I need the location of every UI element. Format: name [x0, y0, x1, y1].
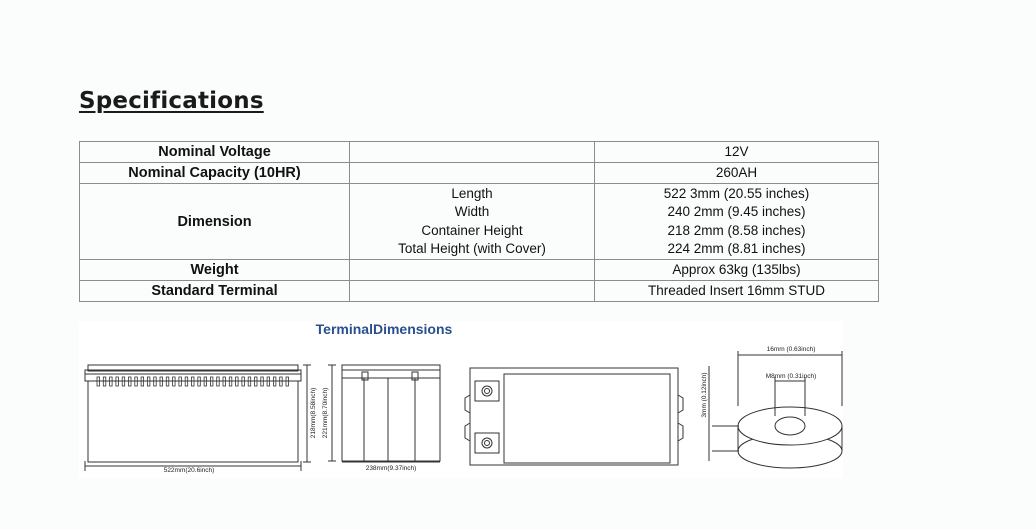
vent-slot — [102, 376, 107, 387]
vent-slot — [260, 376, 264, 387]
terminal-stud-view — [737, 406, 843, 469]
vent-slot — [241, 376, 245, 387]
vent-slot — [184, 376, 189, 387]
vent-slot — [96, 376, 100, 387]
battery-side-view — [84, 364, 302, 463]
vent-slot — [266, 376, 271, 387]
vent-slot — [115, 376, 119, 387]
thread-size-label: M8mm (0.31inch) — [766, 373, 817, 380]
table-row: Nominal Capacity (10HR) 260AH — [79, 162, 879, 184]
vent-slot — [134, 376, 138, 387]
battery-top-view — [464, 367, 684, 466]
spec-value-voltage: 12V — [594, 141, 879, 163]
spec-value-terminal: Threaded Insert 16mm STUD — [594, 280, 879, 302]
vent-slot — [216, 376, 220, 387]
dimension-value: 240 2mm (9.45 inches) — [667, 204, 806, 219]
dimension-sub-label: Length — [451, 185, 493, 201]
table-row: Dimension Length Width Container Height … — [79, 183, 879, 260]
vent-slot — [128, 376, 132, 387]
dimension-diagram: 522mm(20.6inch) 238mm(9.37inch) 218mm(8.… — [84, 346, 843, 474]
terminal-dimensions-drawing: TerminalDimensions — [79, 321, 843, 478]
vent-slot — [140, 376, 144, 387]
vent-slot — [228, 376, 233, 387]
drawing-title: TerminalDimensions — [315, 321, 453, 337]
battery-end-view — [341, 364, 441, 462]
vent-slot — [203, 376, 207, 387]
height-dimension-label: 218mm(8.58inch) — [310, 388, 317, 439]
table-row: Weight Approx 63kg (135lbs) — [79, 259, 879, 281]
spec-label-dimension: Dimension — [79, 183, 350, 260]
specifications-table: Nominal Voltage 12V Nominal Capacity (10… — [79, 141, 879, 302]
dimension-value: 224 2mm (8.81 inches) — [667, 241, 806, 256]
dimension-values: 522 3mm (20.55 inches) 240 2mm (9.45 inc… — [594, 183, 879, 260]
spec-value-capacity: 260AH — [594, 162, 879, 184]
dimension-sub-labels: Length Width Container Height Total Heig… — [349, 183, 595, 260]
page-title: Specifications — [79, 88, 264, 114]
length-dimension-label: 522mm(20.6inch) — [164, 467, 215, 474]
dimension-value: 522 3mm (20.55 inches) — [663, 185, 810, 201]
vent-slot — [121, 376, 126, 387]
vent-slot — [235, 376, 239, 387]
spec-label-capacity: Nominal Capacity (10HR) — [79, 162, 350, 184]
spec-sub-empty — [349, 162, 595, 184]
total-height-dimension-label: 221mm(8.70inch) — [322, 388, 329, 439]
spec-sub-empty — [349, 280, 595, 302]
vent-slot — [247, 376, 252, 387]
spec-sub-empty — [349, 141, 595, 163]
width-dimension-label: 238mm(9.37inch) — [366, 465, 417, 472]
vent-slot — [178, 376, 182, 387]
spec-label-terminal: Standard Terminal — [79, 280, 350, 302]
vent-slot — [191, 376, 195, 387]
vent-slot — [153, 376, 157, 387]
vent-slot — [159, 376, 163, 387]
vent-slot — [109, 376, 113, 387]
vent-slot — [272, 376, 277, 387]
dimension-value: 218 2mm (8.58 inches) — [667, 222, 806, 238]
table-row: Nominal Voltage 12V — [79, 141, 879, 163]
vent-slot — [197, 376, 201, 387]
vent-slot — [165, 376, 170, 387]
vent-slot — [209, 376, 214, 387]
vent-slot — [222, 376, 226, 387]
dimension-sub-label: Container Height — [421, 222, 523, 238]
spec-label-weight: Weight — [79, 259, 350, 281]
spec-value-weight: Approx 63kg (135lbs) — [594, 259, 879, 281]
table-row: Standard Terminal Threaded Insert 16mm S… — [79, 280, 879, 302]
vent-slot — [147, 376, 151, 387]
stud-height-label: 3mm (0.12inch) — [701, 372, 708, 417]
spec-label-voltage: Nominal Voltage — [79, 141, 350, 163]
dimension-sub-label: Width — [454, 204, 490, 219]
outer-diameter-label: 16mm (0.63inch) — [767, 346, 816, 353]
spec-sub-empty — [349, 259, 595, 281]
vent-slot — [285, 376, 289, 387]
dimension-sub-label: Total Height (with Cover) — [398, 241, 546, 256]
vent-slot — [172, 376, 176, 387]
vent-slot — [279, 376, 283, 387]
vent-slot — [254, 376, 258, 387]
